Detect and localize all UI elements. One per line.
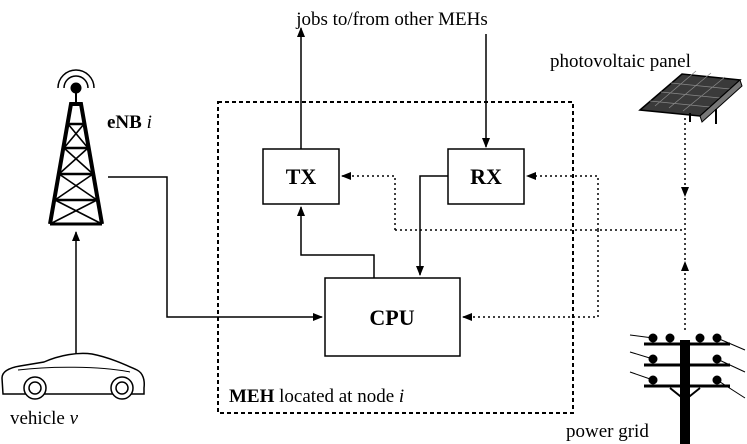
vehicle-icon (1, 352, 145, 400)
power-grid-pole-icon (629, 333, 746, 444)
meh-rest: located at node (274, 386, 399, 407)
rx-block: RX (447, 148, 525, 205)
rx-to-cpu-arrow (416, 175, 448, 276)
enb-label: eNB i (107, 112, 152, 133)
energy-links (341, 118, 689, 330)
bus-to-rx-arrow (526, 172, 599, 230)
bus-to-cpu-arrow (462, 230, 599, 321)
bus-to-tx-arrow (341, 172, 396, 230)
meh-region (217, 101, 574, 414)
meh-region-label: MEH located at node i (229, 386, 404, 407)
enb-tower-icon (48, 69, 104, 226)
vehicle-label: vehicle v (10, 408, 79, 429)
photovoltaic-panel-icon (638, 70, 743, 124)
meh-name: MEH (229, 386, 275, 407)
power-grid-label: power grid (566, 421, 649, 442)
enb-name: eNB (107, 112, 142, 133)
vehicle-name: vehicle (10, 408, 65, 429)
vehicle-index: v (70, 408, 79, 429)
enb-to-cpu-arrow (108, 176, 323, 321)
photovoltaic-label: photovoltaic panel (550, 51, 691, 72)
enb-index: i (147, 112, 152, 133)
jobs-label: jobs to/from other MEHs (295, 9, 488, 30)
tx-label: TX (286, 164, 317, 189)
meh-index: i (399, 386, 404, 407)
cpu-label: CPU (369, 305, 414, 330)
data-links (72, 27, 490, 356)
rx-label: RX (470, 164, 502, 189)
cpu-to-tx-arrow (297, 206, 375, 278)
cpu-block: CPU (324, 277, 461, 357)
tx-block: TX (262, 148, 340, 205)
